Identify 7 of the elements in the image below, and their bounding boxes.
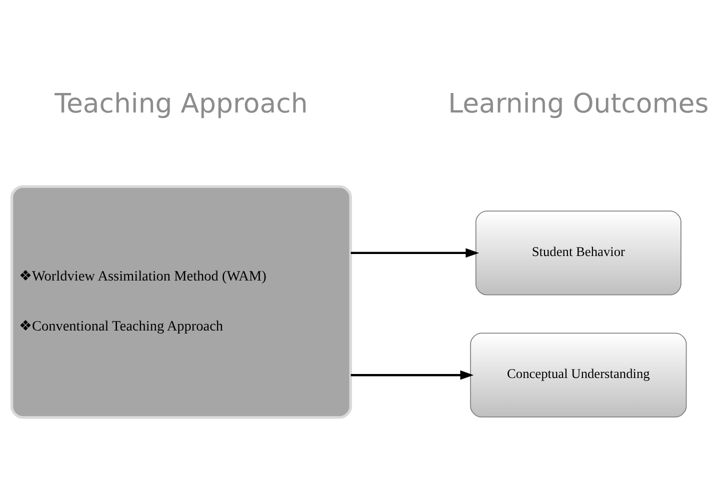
label: Teaching Approach [54, 88, 308, 120]
label: Learning Outcomes [448, 88, 709, 120]
node-box: Conceptual Understanding [470, 332, 687, 417]
node-box: Student Behavior [475, 210, 682, 295]
arrow [350, 370, 474, 380]
arrow [350, 248, 480, 258]
node-box: ❖Worldview Assimilation Method (WAM) ❖Conventional Teaching Approach [10, 184, 352, 418]
